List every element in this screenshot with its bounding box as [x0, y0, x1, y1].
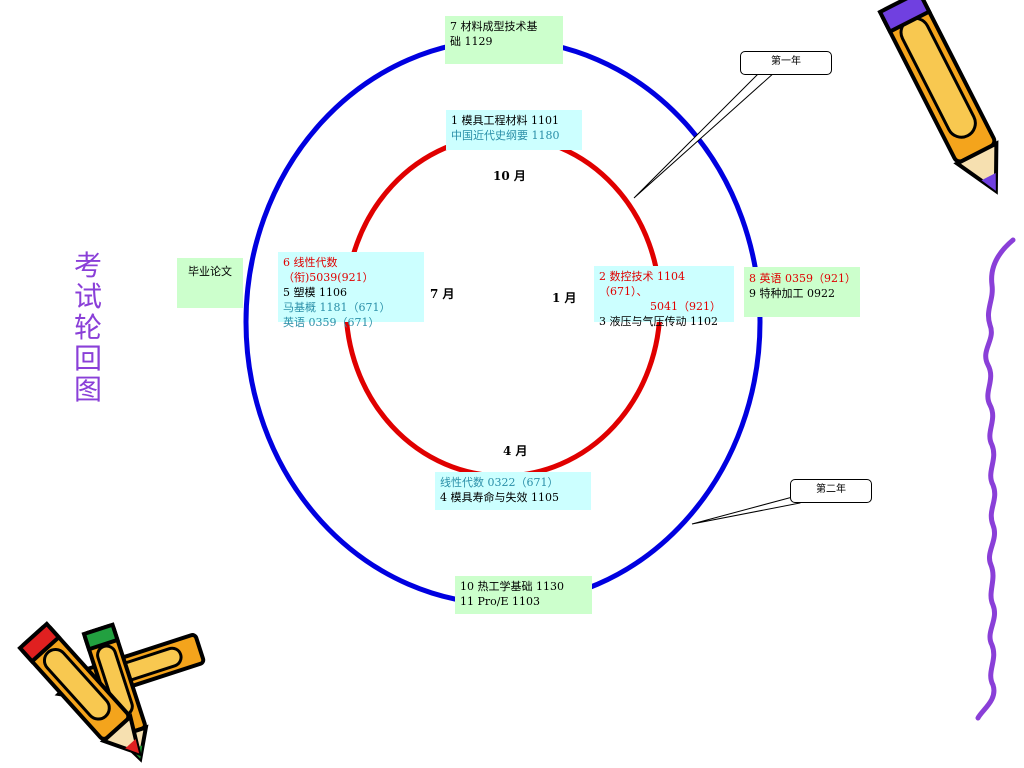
crossed-pencils-icon	[17, 621, 206, 763]
callout-year1: 第一年	[740, 51, 832, 75]
box-line: 6 线性代数（衔)5039(921）	[283, 256, 374, 284]
box-line: 5041（921）	[650, 300, 721, 313]
callout-year1-pointer	[633, 71, 777, 199]
box-line: 7 材料成型技术基	[450, 20, 538, 33]
box-left-inner: 6 线性代数（衔)5039(921） 5 塑模 1106 马基概 1181（67…	[278, 252, 424, 329]
title-char: 试	[73, 280, 102, 313]
diagram-title: 考 试 轮 回 图	[70, 250, 106, 405]
box-line: 线性代数 0322（671）	[440, 476, 559, 489]
box-line: 3 液压与气压传动 1102	[599, 315, 718, 328]
box-line: 础 1129	[450, 35, 493, 48]
month-label-jan: 1 月	[552, 291, 577, 305]
pencil-icon	[877, 0, 999, 195]
box-line: 中国近代史纲要 1180	[451, 129, 560, 142]
box-thesis: 毕业论文	[177, 258, 243, 308]
box-top-inner: 1 模具工程材料 1101 中国近代史纲要 1180	[446, 110, 582, 150]
box-bottom-outer: 10 热工学基础 1130 11 Pro/E 1103	[455, 576, 592, 614]
callout-year2-pointer	[691, 494, 801, 525]
box-top-outer: 7 材料成型技术基 础 1129	[445, 16, 563, 64]
month-label-apr: 4 月	[503, 444, 528, 458]
box-line: 4 模具寿命与失效 1105	[440, 491, 559, 504]
box-line: 5 塑模 1106	[283, 286, 347, 299]
box-right-inner: 2 数控技术 1104（671）、 5041（921） 3 液压与气压传动 11…	[594, 266, 734, 328]
box-line: 马基概 1181（671）	[283, 301, 391, 314]
month-label-oct: 10 月	[493, 169, 526, 183]
box-line: 9 特种加工 0922	[749, 287, 835, 300]
box-line: 11 Pro/E 1103	[460, 595, 541, 608]
box-line: 10 热工学基础 1130	[460, 580, 564, 593]
title-char: 考	[73, 249, 102, 282]
box-line: 英语 0359（671）	[283, 316, 380, 329]
month-label-jul: 7 月	[430, 287, 455, 301]
title-char: 轮	[73, 311, 102, 344]
squiggle-line	[975, 237, 1016, 721]
box-line: 2 数控技术 1104（671）、	[599, 270, 685, 298]
box-line: 1 模具工程材料 1101	[451, 114, 559, 127]
box-line: 8 英语 0359（921）	[749, 272, 856, 285]
title-char: 回	[73, 342, 102, 375]
box-bottom-inner: 线性代数 0322（671） 4 模具寿命与失效 1105	[435, 472, 591, 510]
box-right-outer: 8 英语 0359（921） 9 特种加工 0922	[744, 267, 860, 317]
title-char: 图	[73, 373, 102, 406]
callout-year2: 第二年	[790, 479, 872, 503]
